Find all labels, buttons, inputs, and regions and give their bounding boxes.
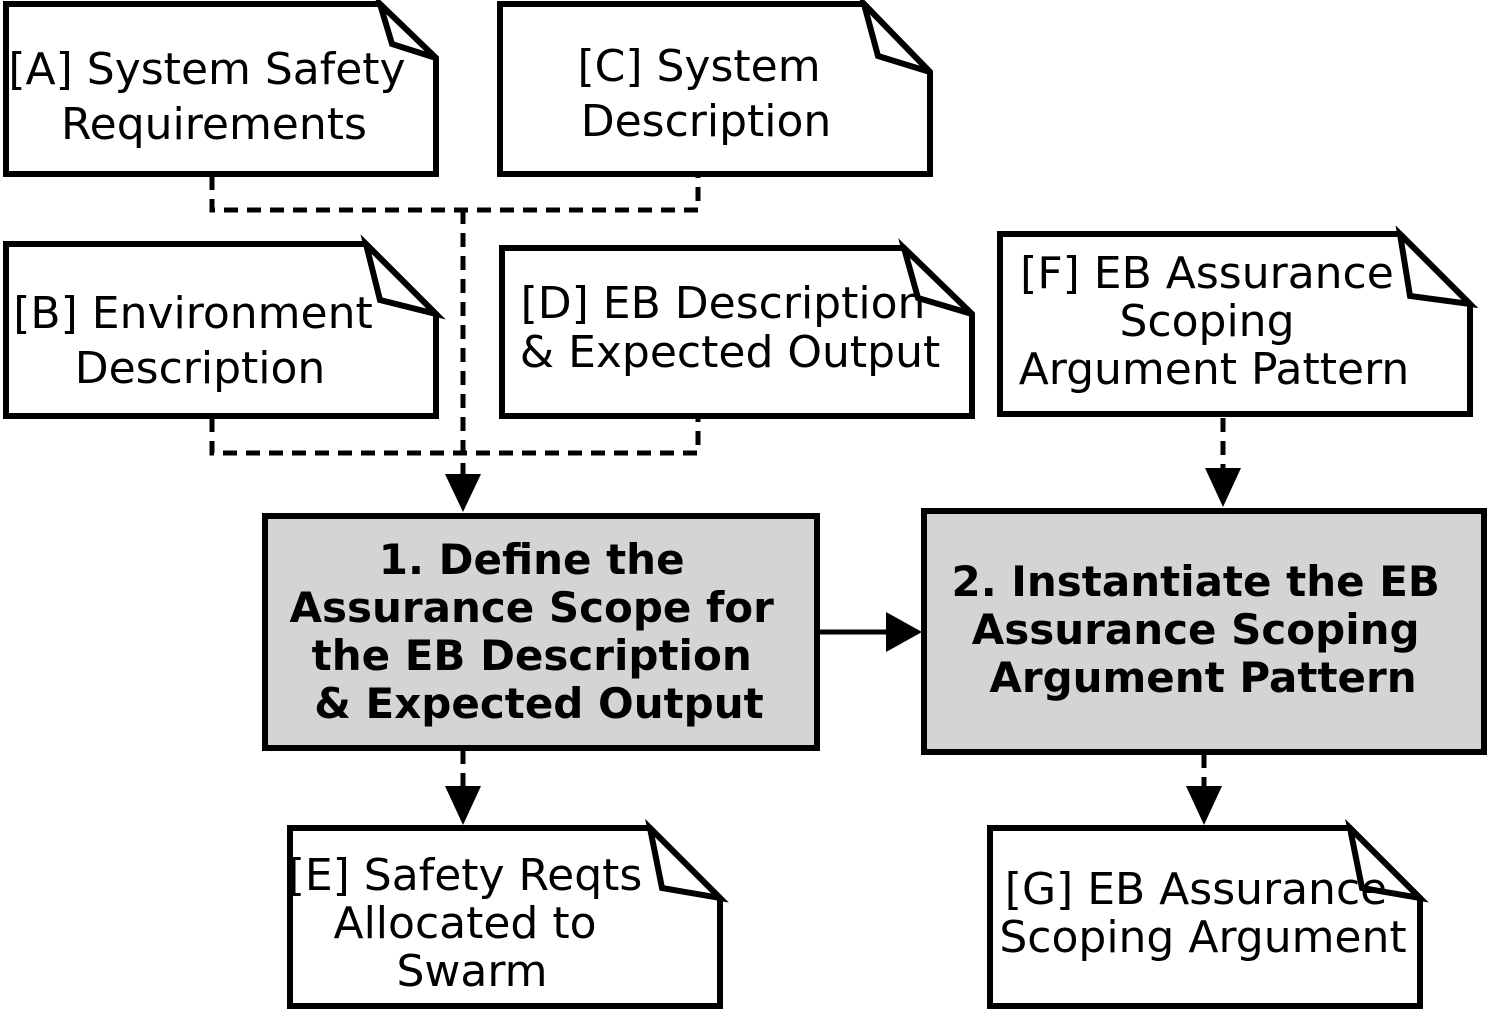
process-step-1-text: 1. Define the Assurance Scope for the EB… (290, 535, 789, 728)
arrowhead-step1-to-step2 (886, 612, 922, 652)
process-step-1-define-assurance-scope: 1. Define the Assurance Scope for the EB… (262, 513, 820, 751)
doc-c-text: [C] System Description (577, 41, 834, 147)
process-step-2-box (921, 508, 1487, 755)
doc-e-text: [E] Safety Reqts Allocated to Swarm (288, 850, 657, 997)
process-step-1-box (262, 513, 820, 751)
arrowhead-into-g (1186, 786, 1222, 825)
doc-b-text: [B] Environment Description (13, 288, 386, 394)
document-d-eb-description-expected-output: [D] EB Description & Expected Output (499, 238, 975, 419)
document-b-environment-description: [B] Environment Description (3, 234, 446, 419)
doc-g-text: [G] EB Assurance Scoping Argument (999, 864, 1406, 963)
process-step-2-text: 2. Instantiate the EB Assurance Scoping … (951, 557, 1454, 702)
arrowhead-into-step1 (445, 474, 481, 512)
arrowhead-into-e (445, 786, 481, 825)
connector-b-d-bracket (209, 418, 701, 456)
process-step-2-instantiate-pattern: 2. Instantiate the EB Assurance Scoping … (921, 508, 1487, 755)
document-g-eb-assurance-scoping-argument: [G] EB Assurance Scoping Argument (987, 818, 1429, 1009)
connector-a-c-bracket (209, 176, 701, 213)
doc-f-text: [F] EB Assurance Scoping Argument Patter… (1019, 248, 1410, 395)
connectors (209, 176, 1241, 825)
doc-a-text: [A] System Safety Requirements (8, 44, 419, 150)
arrowhead-into-step2 (1205, 468, 1241, 507)
document-f-eb-assurance-scoping-argument-pattern: [F] EB Assurance Scoping Argument Patter… (997, 225, 1479, 417)
document-a-system-safety-requirements: [A] System Safety Requirements (3, 0, 439, 177)
doc-d-text: [D] EB Description & Expected Output (520, 278, 940, 378)
document-e-safety-reqts-allocated-to-swarm: [E] Safety Reqts Allocated to Swarm (287, 818, 729, 1009)
document-c-system-description: [C] System Description (497, 0, 933, 177)
